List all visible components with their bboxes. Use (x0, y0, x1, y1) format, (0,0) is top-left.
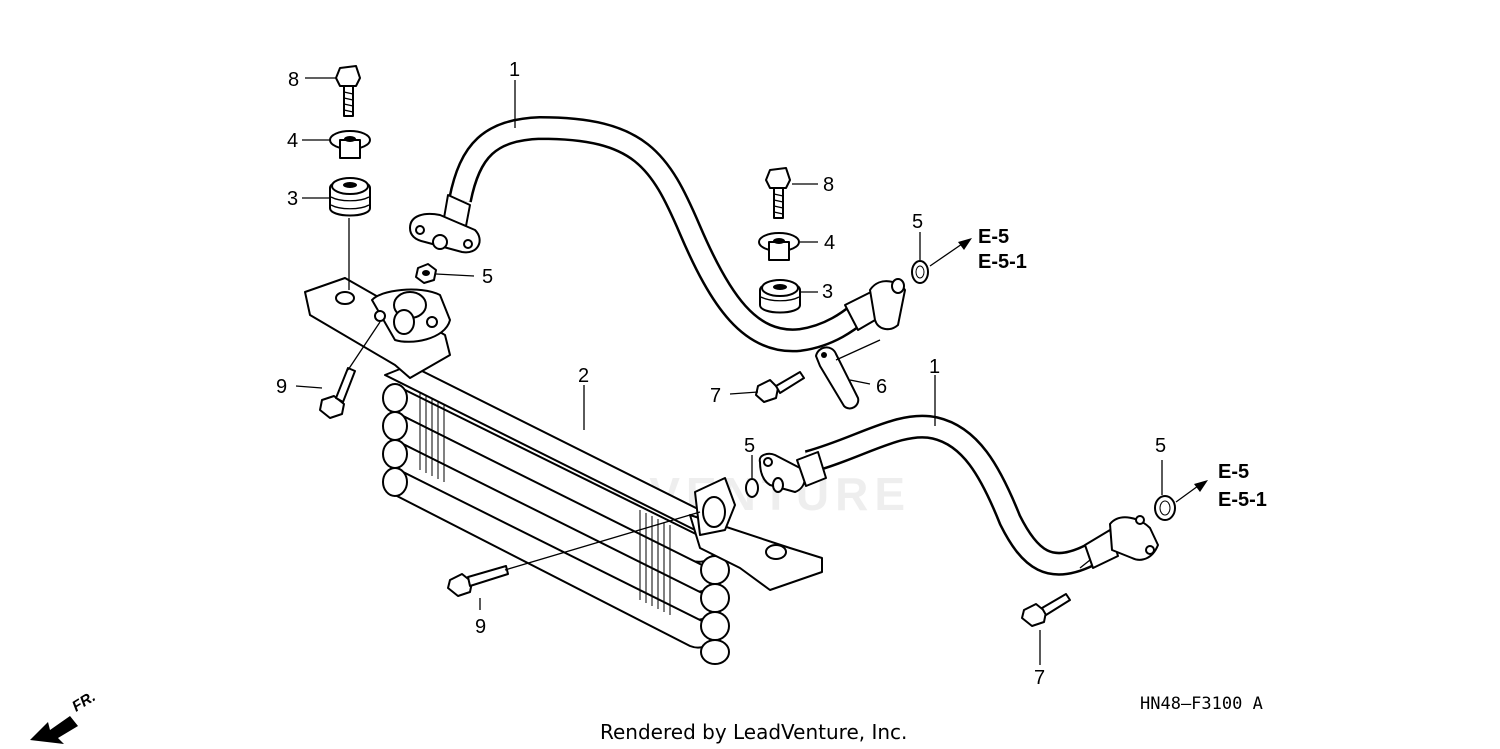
washer-5-left (415, 263, 437, 284)
bolt-8-right (765, 167, 791, 219)
label-cushion-left: 3 (287, 188, 298, 210)
label-bolt8-right: 8 (823, 174, 834, 196)
front-direction-arrow: FR. (30, 688, 99, 744)
cushion-3-right (759, 279, 801, 314)
oil-hose-upper (409, 115, 906, 353)
bolt-8-left (335, 65, 361, 117)
label-washer-lower-right: 5 (1155, 435, 1166, 457)
label-bolt7-mid: 7 (710, 385, 721, 407)
label-hose-lower: 1 (929, 356, 940, 378)
cushion-3-left (329, 177, 371, 217)
front-label: FR. (69, 688, 99, 715)
credit-text: Rendered by LeadVenture, Inc. (600, 720, 907, 744)
label-collar-left: 4 (287, 130, 298, 152)
label-clamp: 6 (876, 376, 887, 398)
ref-upper-2: E-5-1 (978, 251, 1027, 273)
oil-hose-lower (758, 414, 1159, 576)
ref-upper-1: E-5 (978, 226, 1009, 248)
diagram-code: HN48—F3100 A (1140, 694, 1263, 714)
label-cushion-right: 3 (822, 281, 833, 303)
label-bolt7-bottom: 7 (1034, 667, 1045, 689)
label-collar-right: 4 (824, 232, 835, 254)
collar-4-left (329, 130, 371, 159)
clamp-6 (815, 346, 860, 410)
ref-lower-2: E-5-1 (1218, 489, 1267, 511)
o-ring-5-mid (745, 478, 759, 498)
oil-cooler (304, 277, 823, 665)
leader-lines (295, 77, 1163, 665)
label-cooler: 2 (578, 365, 589, 387)
bolt-7-mid (755, 371, 805, 403)
label-bolt9-bottom: 9 (475, 616, 486, 638)
label-washer-upper-right: 5 (912, 211, 923, 233)
label-bolt9-left: 9 (276, 376, 287, 398)
label-washer-top: 5 (482, 266, 493, 288)
collar-4-right (758, 232, 800, 261)
ref-lower-1: E-5 (1218, 461, 1249, 483)
bolt-9-bottom (447, 565, 509, 597)
label-hose-upper: 1 (509, 59, 520, 81)
label-washer-mid: 5 (744, 435, 755, 457)
ref-arrows (929, 238, 1208, 503)
bolt-7-bottom (1021, 593, 1071, 627)
bolt-9-left (319, 367, 356, 419)
label-bolt8-left: 8 (288, 69, 299, 91)
